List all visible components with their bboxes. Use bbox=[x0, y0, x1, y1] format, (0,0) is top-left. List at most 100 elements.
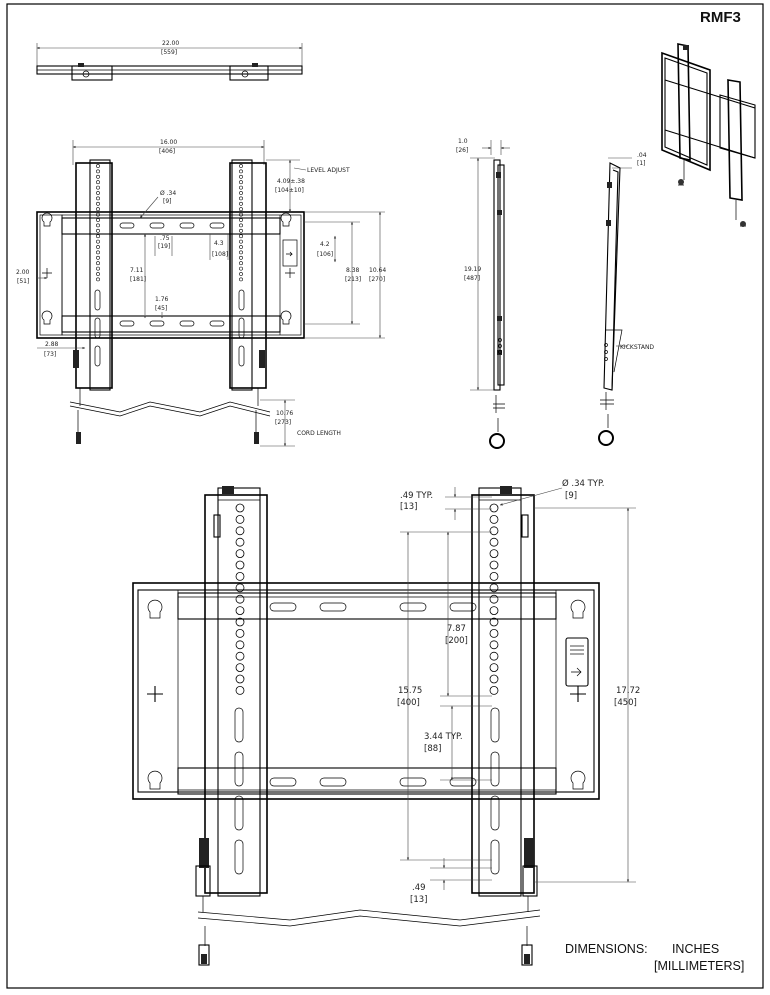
height-a-in: 8.38 bbox=[346, 267, 360, 274]
side-view-1: 1.0 [26] 19.19 [487] bbox=[456, 138, 510, 449]
mounting-hole bbox=[235, 663, 245, 672]
cord-mm: [273] bbox=[275, 419, 291, 426]
small-hole-dia-mm: [9] bbox=[163, 198, 172, 205]
mounting-hole bbox=[239, 180, 243, 185]
hole-typ-mm: [9] bbox=[565, 491, 577, 501]
mounting-hole bbox=[239, 174, 243, 179]
side-in: 2.00 bbox=[16, 269, 30, 276]
mounting-hole bbox=[235, 594, 245, 604]
hole-typ-in: Ø .34 TYP. bbox=[562, 478, 605, 489]
v88-in: 3.44 TYP. bbox=[424, 732, 463, 742]
safety-lanyard-icon bbox=[489, 433, 505, 449]
mounting-hole bbox=[235, 686, 245, 695]
rail-gap-in: 4.2 bbox=[320, 241, 330, 248]
mounting-hole bbox=[239, 266, 243, 271]
small-width-in: 16.00 bbox=[160, 139, 177, 146]
level-adjust-label: LEVEL ADJUST bbox=[307, 167, 350, 174]
mounting-hole bbox=[489, 686, 499, 695]
v200-mm: [200] bbox=[445, 636, 468, 646]
small-offset-in: 1.76 bbox=[155, 296, 169, 303]
front-view-small: 16.00 [406] bbox=[16, 139, 386, 447]
rail-slot bbox=[269, 602, 297, 612]
top-width-mm: [559] bbox=[161, 49, 177, 56]
mounting-hole bbox=[239, 169, 243, 174]
mounting-hole bbox=[489, 594, 499, 604]
front-view-large: .49 TYP. [13] Ø .34 TYP. [9] 15.75 [400]… bbox=[132, 478, 640, 966]
mounting-hole bbox=[235, 629, 245, 638]
depth-mm: [26] bbox=[456, 147, 468, 154]
small-slot-len-mm: [108] bbox=[212, 251, 228, 258]
mounting-hole bbox=[489, 674, 499, 684]
small-slot-pitch-mm: [19] bbox=[158, 243, 170, 250]
mounting-hole bbox=[235, 606, 245, 615]
mounting-hole bbox=[235, 674, 245, 684]
mounting-hole bbox=[96, 266, 100, 271]
mounting-hole bbox=[239, 228, 243, 233]
depth-in: 1.0 bbox=[458, 138, 468, 145]
mounting-hole bbox=[96, 272, 100, 276]
mounting-hole bbox=[96, 261, 100, 266]
top-width-in: 22.00 bbox=[162, 40, 179, 47]
dimensions-mm-label: [MILLIMETERS] bbox=[654, 959, 744, 973]
mounting-hole bbox=[235, 515, 245, 524]
mounting-hole bbox=[96, 174, 100, 179]
mounting-hole bbox=[239, 196, 243, 201]
mounting-hole bbox=[239, 185, 243, 190]
mounting-hole bbox=[489, 651, 499, 661]
small-offset-mm: [45] bbox=[155, 305, 167, 312]
mounting-hole bbox=[239, 164, 243, 168]
bottom-mm: [73] bbox=[44, 351, 56, 358]
sheet-border bbox=[6, 3, 764, 989]
mounting-hole bbox=[239, 245, 243, 249]
mounting-hole bbox=[235, 640, 245, 650]
mounting-hole bbox=[96, 250, 100, 255]
iso-view-icon bbox=[661, 43, 756, 227]
rail-gap-mm: [106] bbox=[317, 251, 333, 258]
tilt-in: .04 bbox=[637, 152, 647, 159]
height-a-mm: [213] bbox=[345, 276, 361, 283]
cord-label: CORD LENGTH bbox=[297, 430, 341, 437]
mounting-hole bbox=[489, 663, 499, 672]
mounting-hole bbox=[489, 640, 499, 650]
mounting-hole bbox=[489, 537, 499, 547]
mounting-hole bbox=[239, 218, 243, 222]
mounting-hole bbox=[489, 572, 499, 581]
top-view: 22.00 [559] bbox=[36, 40, 303, 81]
overall-in: 17.72 bbox=[616, 686, 640, 696]
small-inner-h-mm: [181] bbox=[130, 276, 146, 283]
small-inner-h-in: 7.11 bbox=[130, 267, 144, 274]
small-width-mm: [406] bbox=[159, 148, 175, 155]
v400-mm: [400] bbox=[397, 698, 420, 708]
level-mm: [104±10] bbox=[275, 187, 304, 194]
bottom-large-mm: [13] bbox=[410, 895, 427, 905]
mounting-hole bbox=[235, 617, 245, 627]
small-slot-pitch-in: .75 bbox=[160, 235, 170, 242]
side-height-in: 19.19 bbox=[464, 266, 481, 273]
mounting-hole bbox=[235, 526, 245, 536]
mounting-hole bbox=[239, 250, 243, 255]
mounting-hole bbox=[96, 234, 100, 239]
rail-slot bbox=[449, 602, 477, 612]
height-b-mm: [270] bbox=[369, 276, 385, 283]
rail-slot bbox=[449, 777, 477, 787]
side-height-mm: [487] bbox=[464, 275, 480, 282]
mounting-hole bbox=[239, 191, 243, 195]
mounting-hole bbox=[96, 239, 100, 244]
mounting-hole bbox=[96, 223, 100, 228]
mounting-hole bbox=[96, 169, 100, 174]
mounting-hole bbox=[489, 560, 499, 570]
mounting-hole bbox=[96, 228, 100, 233]
mounting-hole bbox=[235, 537, 245, 547]
cord-in: 10.76 bbox=[276, 410, 293, 417]
mounting-hole bbox=[96, 218, 100, 222]
mounting-hole bbox=[489, 515, 499, 524]
rail-slot bbox=[319, 602, 347, 612]
mounting-hole bbox=[96, 201, 100, 206]
model-number: RMF3 bbox=[700, 9, 741, 26]
height-b-in: 10.64 bbox=[369, 267, 386, 274]
side-mm: [51] bbox=[17, 278, 29, 285]
mounting-hole bbox=[235, 583, 245, 593]
side-view-2: .04 [1] KICKSTAND bbox=[598, 152, 654, 446]
mounting-hole bbox=[96, 180, 100, 185]
overall-mm: [450] bbox=[614, 698, 637, 708]
